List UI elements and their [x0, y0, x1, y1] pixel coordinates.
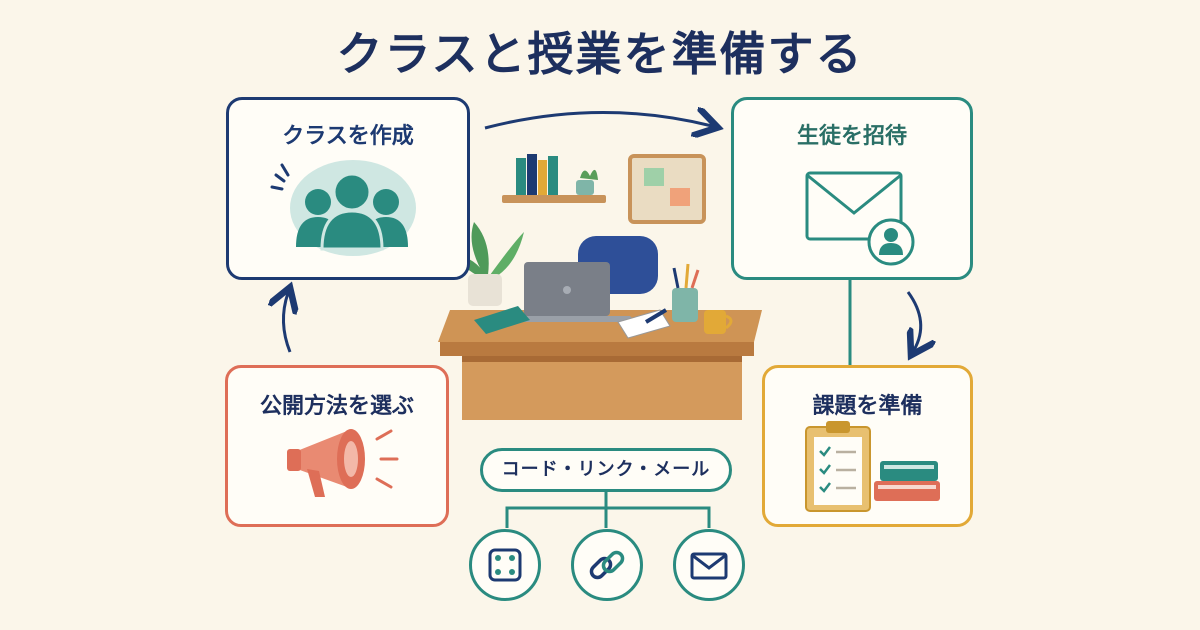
class-code-option[interactable]: [469, 529, 541, 601]
code-icon: [488, 548, 522, 582]
desk-illustration: [438, 154, 762, 420]
arrow-invite-to-assign: [908, 291, 921, 350]
publish-methods-label: コード・リンク・メール: [480, 448, 732, 492]
mail-icon: [690, 552, 728, 580]
email-option[interactable]: [673, 529, 745, 601]
clipboard-books-icon: [805, 421, 940, 512]
megaphone-icon: [287, 429, 399, 497]
connector-methods: [505, 492, 711, 528]
mail-invite-icon: [805, 171, 915, 266]
link-icon: [589, 550, 625, 580]
link-option[interactable]: [571, 529, 643, 601]
arrow-publish-to-create: [283, 293, 290, 353]
arrow-create-to-invite: [484, 112, 712, 128]
step-prepare-assignment-label: 課題を準備: [812, 394, 923, 419]
page-title: クラスと授業を準備する: [336, 27, 864, 81]
step-invite-students-label: 生徒を招待: [796, 124, 907, 149]
step-create-class: クラスを作成: [226, 97, 470, 280]
group-users-icon: [270, 160, 416, 256]
step-create-class-label: クラスを作成: [282, 124, 414, 149]
step-invite-students: 生徒を招待: [731, 97, 973, 280]
step-choose-publish-label: 公開方法を選ぶ: [259, 394, 414, 419]
step-prepare-assignment: 課題を準備: [762, 365, 973, 527]
step-choose-publish: 公開方法を選ぶ: [225, 365, 449, 527]
